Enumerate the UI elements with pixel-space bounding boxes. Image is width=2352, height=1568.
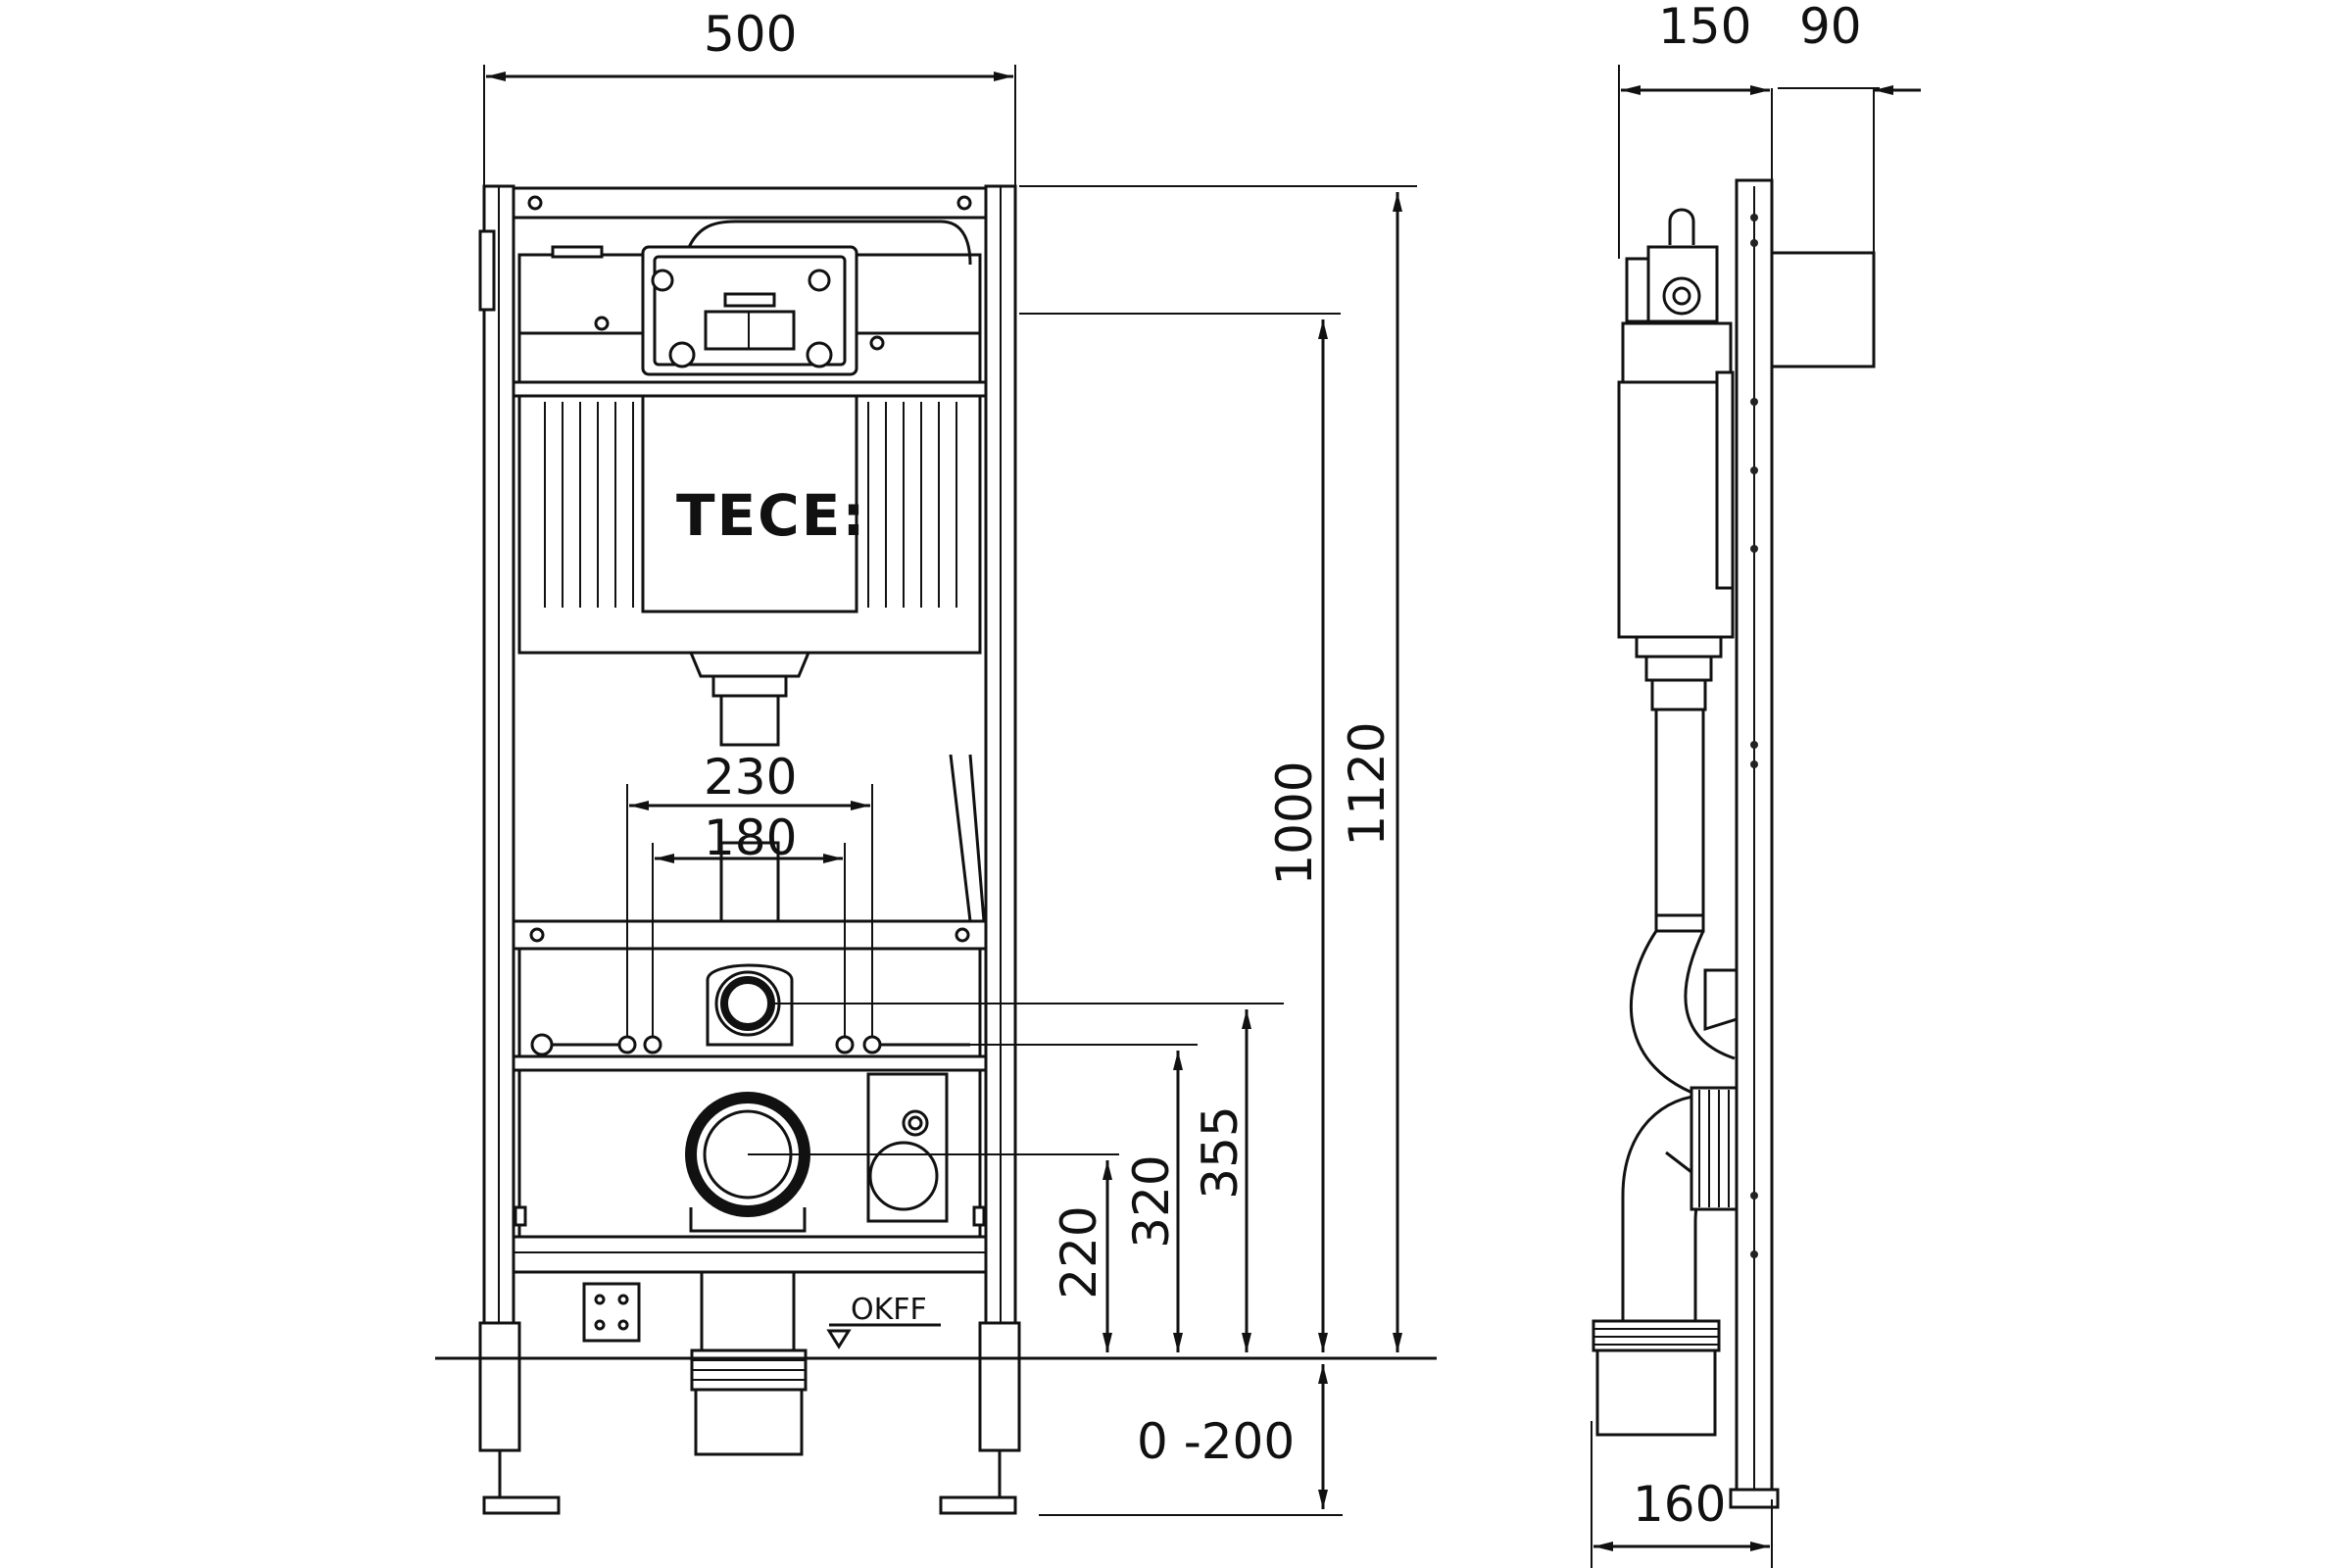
spacing-180-label: 180 <box>704 809 797 866</box>
dim-verticals: 1120 1000 355 320 220 0 -200 <box>748 185 1417 1516</box>
side-cistern <box>1617 208 1735 682</box>
okff-label: OKFF <box>851 1293 927 1327</box>
front-view: TECE: <box>435 6 1437 1516</box>
side-drain-bend <box>1592 1086 1739 1437</box>
side-dim-depth: 150 90 <box>1618 0 1921 259</box>
spacing-230-label: 230 <box>704 749 797 806</box>
side-rail <box>1729 178 1780 1509</box>
adjust-0-200-label: 0 -200 <box>1137 1413 1295 1470</box>
height-320-label: 320 <box>1123 1154 1180 1248</box>
floor-marker: OKFF <box>435 1293 1437 1360</box>
dim-width: 500 <box>483 6 1016 186</box>
cistern-body: TECE: <box>517 394 982 655</box>
dim-spacing: 230 180 <box>626 749 873 1037</box>
bottom-160-label: 160 <box>1633 1476 1726 1533</box>
depth-90-label: 90 <box>1799 0 1862 55</box>
width-500-label: 500 <box>704 6 797 63</box>
side-flush-plate <box>1770 88 1876 368</box>
height-355-label: 355 <box>1192 1105 1249 1199</box>
depth-150-label: 150 <box>1658 0 1751 55</box>
drain-section <box>512 1068 988 1274</box>
tece-logo: TECE: <box>676 482 867 549</box>
actuator-plate <box>594 245 885 376</box>
side-dim-bottom: 160 <box>1591 1421 1773 1568</box>
height-1120-label: 1120 <box>1339 721 1396 846</box>
cistern-ribs <box>544 402 957 608</box>
height-1000-label: 1000 <box>1266 760 1323 885</box>
height-220-label: 220 <box>1051 1205 1107 1298</box>
side-flush-pipe <box>1630 678 1739 1100</box>
top-rail <box>512 186 988 220</box>
middle-crossbar <box>512 919 988 1072</box>
side-view: 150 90 160 <box>1591 0 1921 1568</box>
drain-pipe <box>582 1270 808 1456</box>
frame-posts <box>478 184 1021 1515</box>
